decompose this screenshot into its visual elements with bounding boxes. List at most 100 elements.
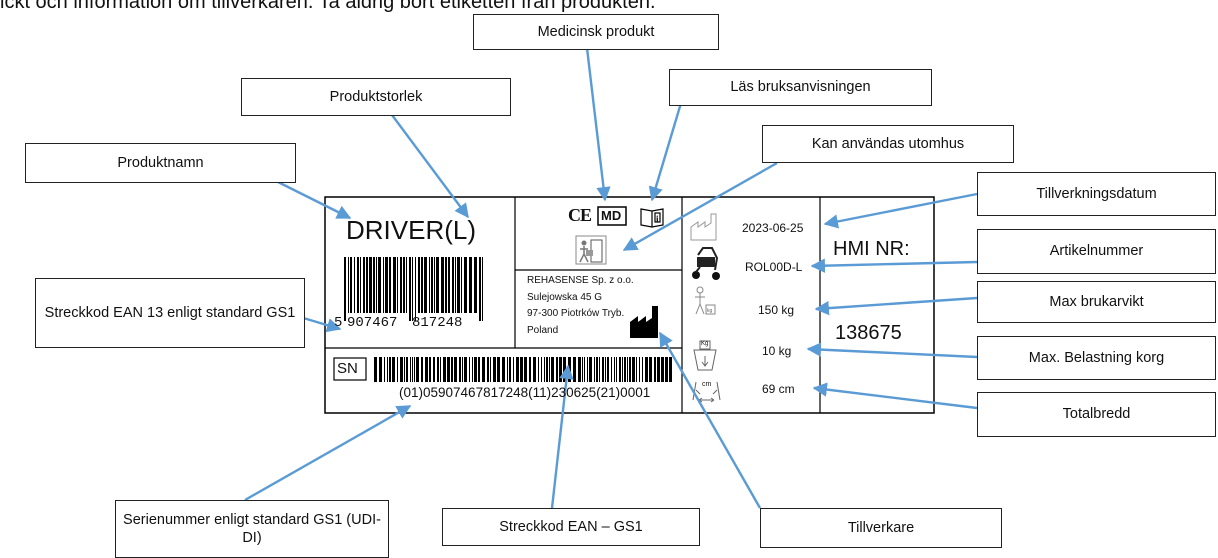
arrow-utomhus	[622, 161, 778, 252]
barcode-bar	[416, 357, 419, 382]
barcode-bar	[645, 357, 648, 382]
callout-serienummer: Serienummer enligt standard GS1 (UDI-DI)	[115, 500, 389, 558]
manufacturer-line-2: Sulejowska 45 G	[527, 292, 603, 303]
barcode-bar	[479, 257, 481, 321]
basket-kg-glyph: Kg	[701, 341, 709, 347]
barcode-bar	[665, 357, 668, 382]
arrow-totalbredd	[812, 382, 978, 410]
barcode-bar	[464, 257, 467, 313]
barcode-bar	[397, 357, 398, 382]
barcode-bar	[457, 257, 460, 313]
barcode-bar	[410, 357, 411, 382]
manufacture-date: 2023-06-25	[742, 221, 804, 235]
barcode-bar	[490, 357, 491, 382]
barcode-bar	[478, 357, 480, 382]
ean13-barcode	[344, 257, 483, 321]
barcode-bar	[616, 357, 617, 382]
barcode-bar	[607, 357, 609, 382]
barcode-bar	[642, 357, 643, 382]
barcode-bar	[596, 357, 598, 382]
barcode-bar	[379, 357, 382, 382]
barcode-bar	[654, 357, 656, 382]
barcode-bar	[538, 357, 539, 382]
barcode-bar	[497, 357, 500, 382]
callout-max-brukarvikt: Max brukarvikt	[977, 281, 1216, 323]
barcode-bar	[389, 357, 391, 382]
barcode-bar	[409, 257, 411, 321]
ean13-right-digits: 817248	[412, 315, 463, 331]
barcode-bar	[393, 257, 396, 313]
barcode-bar	[462, 357, 463, 382]
hmi-label: HMI NR:	[833, 238, 910, 260]
barcode-bar	[436, 257, 439, 313]
barcode-bar	[378, 257, 381, 313]
callout-medicinsk-produkt: Medicinsk produkt	[473, 14, 719, 50]
barcode-bar	[421, 357, 423, 382]
callout-artikelnummer: Artikelnummer	[977, 229, 1216, 274]
barcode-bar	[373, 257, 375, 313]
arrow-medicinsk	[585, 47, 611, 202]
arrow-tillverkare	[658, 331, 762, 509]
barcode-bar	[529, 357, 531, 382]
barcode-bar	[433, 357, 435, 382]
barcode-bar	[611, 357, 612, 382]
barcode-bar	[582, 357, 583, 382]
barcode-bar	[376, 257, 377, 313]
arrow-maxbrukarvikt	[814, 296, 978, 316]
arrow-tillverkningsdatum	[823, 192, 978, 229]
ean13-left-digits: 907467	[347, 315, 398, 331]
barcode-bar	[418, 257, 420, 313]
barcode-bar	[461, 257, 462, 313]
barcode-bar	[627, 357, 628, 382]
gs1-barcode	[374, 357, 672, 382]
barcode-bar	[602, 357, 604, 382]
basket-load: 10 kg	[762, 344, 792, 358]
barcode-bar	[639, 357, 640, 382]
callout-kan-anvandas-utomhus: Kan användas utomhus	[762, 125, 1014, 163]
barcode-bar	[636, 357, 637, 382]
barcode-bar	[513, 357, 514, 382]
barcode-bar	[482, 257, 483, 321]
barcode-bar	[412, 357, 413, 382]
user-weight-kg-glyph: kg	[707, 308, 713, 314]
barcode-bar	[459, 357, 461, 382]
barcode-bar	[392, 357, 395, 382]
barcode-bar	[544, 357, 545, 382]
barcode-bar	[482, 357, 485, 382]
sn-box	[333, 357, 367, 381]
barcode-bar	[657, 357, 660, 382]
arrow-artikelnummer	[810, 258, 978, 273]
barcode-bar	[669, 357, 672, 382]
barcode-bar	[383, 257, 384, 313]
barcode-bar	[622, 357, 623, 382]
barcode-bar	[649, 357, 652, 382]
barcode-bar	[366, 257, 368, 313]
barcode-bar	[443, 357, 446, 382]
callout-streckkod-ean13: Streckkod EAN 13 enligt standard GS1	[35, 278, 305, 348]
max-user-weight: 150 kg	[758, 303, 795, 317]
barcode-bar	[360, 257, 361, 313]
outdoor-use-icon	[575, 235, 607, 265]
barcode-bar	[425, 357, 428, 382]
barcode-bar	[472, 357, 473, 382]
barcode-bar	[594, 357, 595, 382]
arrow-produktstorlek	[391, 114, 469, 219]
barcode-bar	[441, 257, 444, 313]
ean13-first-digit: 5	[334, 315, 343, 331]
sn-label: SN	[337, 360, 358, 377]
callout-tillverkningsdatum: Tillverkningsdatum	[977, 172, 1216, 216]
gs1-human-readable: (01)05907467817248(11)230625(21)0001	[399, 385, 651, 400]
manufacturer-line-1: REHASENSE Sp. z o.o.	[527, 275, 634, 286]
barcode-bar	[632, 357, 635, 382]
arrow-streckkodgs1	[550, 364, 574, 509]
barcode-bar	[415, 257, 416, 321]
barcode-bar	[354, 257, 355, 313]
width-cm-glyph: cm	[702, 381, 712, 388]
callout-max-belastning-korg: Max. Belastning korg	[977, 336, 1216, 380]
barcode-bar	[614, 357, 615, 382]
barcode-bar	[474, 257, 477, 313]
barcode-bar	[587, 357, 588, 382]
barcode-bar	[599, 357, 600, 382]
intro-text: ickt och information om tillverkaren. Ta…	[0, 0, 656, 13]
